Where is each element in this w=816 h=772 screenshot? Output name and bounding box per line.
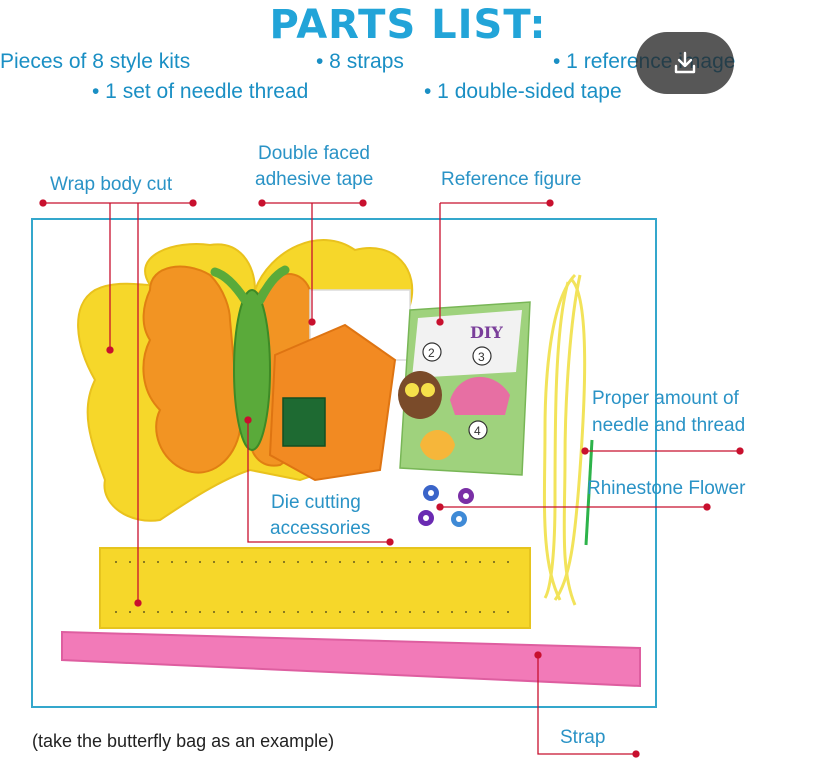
part-item-needle-thread: • 1 set of needle thread bbox=[92, 80, 309, 103]
label-die-cutting-line2: accessories bbox=[270, 518, 371, 539]
label-wrap-body-cut: Wrap body cut bbox=[50, 174, 173, 195]
download-icon bbox=[674, 51, 696, 74]
part-item-double-sided-tape: • 1 double-sided tape bbox=[424, 80, 622, 103]
leader-lines bbox=[39, 199, 744, 758]
green-accessory bbox=[282, 397, 326, 447]
green-butterfly-body bbox=[210, 265, 290, 451]
part-item-style-kits: Pieces of 8 style kits bbox=[0, 50, 191, 73]
label-strap: Strap bbox=[560, 727, 606, 748]
reference-card-brand: DIY bbox=[470, 323, 503, 342]
pink-strap bbox=[61, 630, 641, 688]
part-item-straps: • 8 straps bbox=[316, 50, 404, 73]
rhinestone-flowers bbox=[418, 485, 474, 527]
product-frame bbox=[31, 218, 657, 708]
reference-figure-card: DIY 2 3 4 bbox=[398, 301, 531, 476]
label-double-faced-line2: adhesive tape bbox=[255, 169, 374, 190]
reference-card-step: 2 bbox=[428, 346, 435, 360]
reference-card-step: 3 bbox=[478, 350, 485, 364]
yellow-strap bbox=[99, 547, 531, 629]
label-needle-line2: needle and thread bbox=[592, 415, 746, 436]
download-button[interactable] bbox=[636, 32, 734, 94]
label-needle-line1: Proper amount of bbox=[592, 388, 739, 409]
example-note: (take the butterfly bag as an example) bbox=[32, 731, 335, 751]
page-title: PARTS LIST: bbox=[269, 2, 547, 48]
needle-and-thread bbox=[542, 273, 594, 606]
label-reference-figure: Reference figure bbox=[441, 169, 582, 190]
label-double-faced-line1: Double faced bbox=[258, 143, 370, 164]
label-die-cutting-line1: Die cutting bbox=[271, 492, 361, 513]
label-rhinestone-flower: Rhinestone Flower bbox=[587, 478, 746, 499]
reference-card-step: 4 bbox=[474, 424, 481, 438]
